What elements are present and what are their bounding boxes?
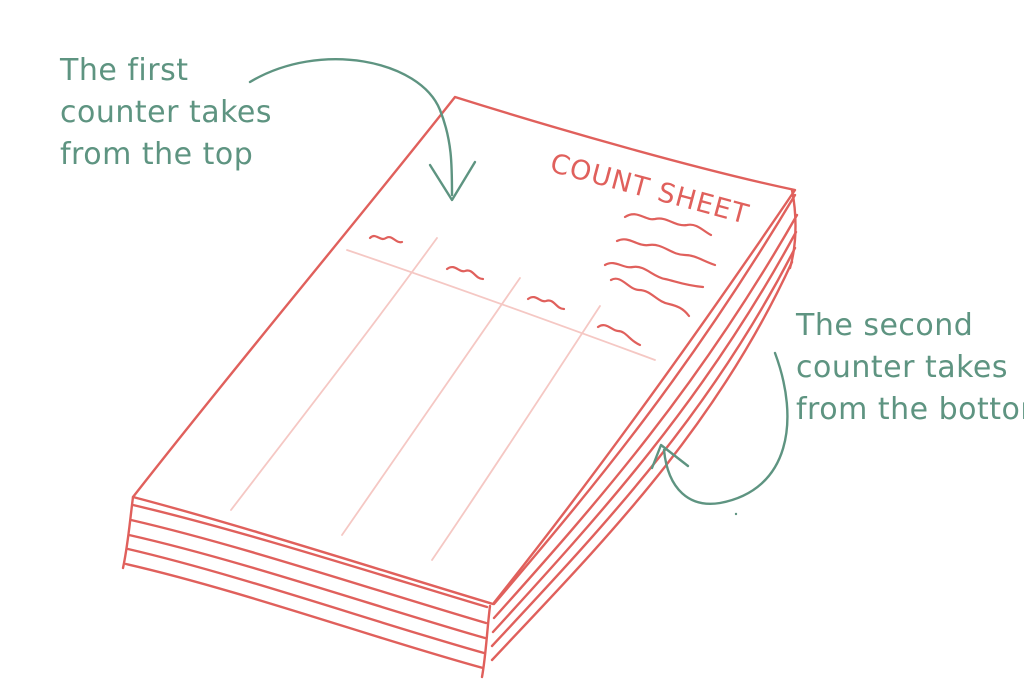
stack-left-corner xyxy=(121,495,135,570)
curved-arrow-down-icon xyxy=(248,58,477,202)
grid-header-line xyxy=(346,249,656,361)
stack-front-edge-5 xyxy=(124,562,485,670)
annotation-bottom-counter: The second counter takes from the bottom xyxy=(796,305,1024,431)
grid-column-line-3 xyxy=(431,305,601,561)
stack-right-edge-5 xyxy=(490,260,794,662)
top-sheet-outline xyxy=(131,95,797,606)
curved-arrow-up-icon xyxy=(650,351,789,516)
grid-column-line-1 xyxy=(230,237,438,511)
annotation-top-line-2: counter takes xyxy=(60,95,273,130)
header-scribble-1 xyxy=(623,213,713,237)
annotation-top-line-3: from the top xyxy=(60,137,254,172)
entry-scribble-2 xyxy=(445,265,485,281)
stack-front-edge-2 xyxy=(129,518,488,625)
arrow-top-shaft xyxy=(248,58,454,197)
annotation-bottom-line-3: from the bottom xyxy=(796,392,1024,427)
stack-front-corner xyxy=(480,604,492,679)
stack-front-edge-3 xyxy=(127,533,487,640)
stack-front-edge-4 xyxy=(126,547,486,655)
arrow-bottom-head xyxy=(650,443,690,470)
entry-scribble-1 xyxy=(368,234,404,244)
stack-back-corner xyxy=(788,188,797,270)
sheet-stack-pages xyxy=(121,188,799,679)
stack-right-edge-4 xyxy=(490,246,797,648)
stack-right-edge-1 xyxy=(492,193,797,606)
stack-right-edge-3 xyxy=(491,230,798,634)
annotation-bottom-line-2: counter takes xyxy=(796,350,1009,385)
header-scribble-3 xyxy=(603,261,705,289)
entry-scribble-4 xyxy=(596,324,642,347)
count-table-grid xyxy=(230,237,656,561)
header-scribble-4 xyxy=(609,277,691,318)
grid-column-line-2 xyxy=(341,277,521,536)
stack-right-edge-2 xyxy=(492,213,799,620)
header-scribble-2 xyxy=(615,238,717,267)
stray-dot xyxy=(734,512,738,516)
sheet-entries xyxy=(368,213,717,347)
stack-front-edge-1 xyxy=(131,503,489,609)
annotation-bottom-line-1: The second xyxy=(796,308,974,343)
annotation-top-line-1: The first xyxy=(60,53,189,88)
annotation-top-counter: The first counter takes from the top xyxy=(60,50,272,176)
entry-scribble-3 xyxy=(526,295,566,311)
arrow-bottom-shaft xyxy=(662,351,789,506)
arrow-top-head xyxy=(428,160,477,202)
